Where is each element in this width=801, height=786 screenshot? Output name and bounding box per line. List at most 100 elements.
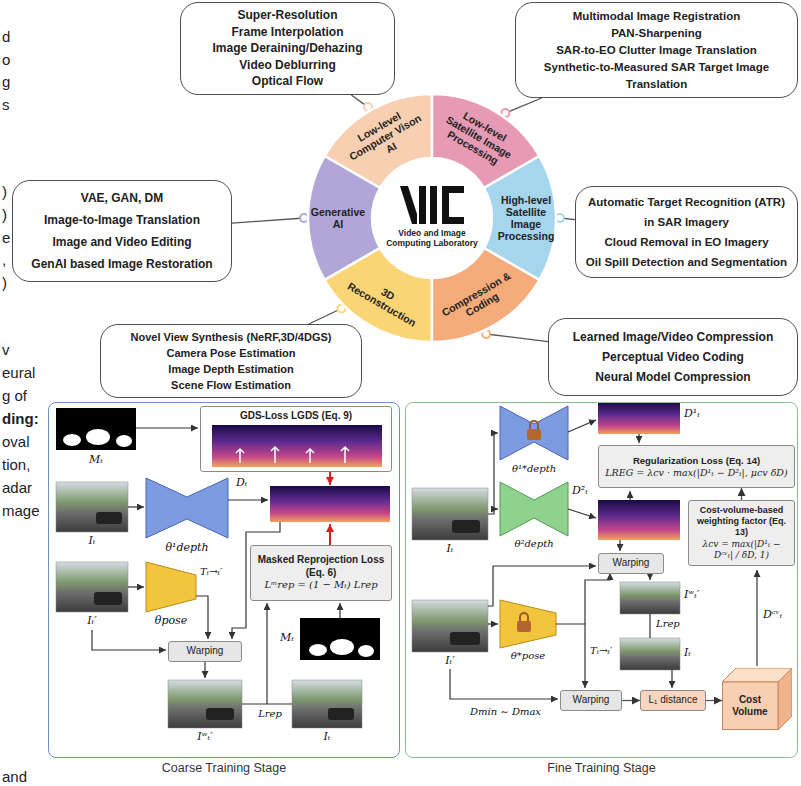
stage-caption: Coarse Training Stage	[48, 761, 400, 776]
topic-item: Image Deraining/Dehazing	[212, 40, 362, 57]
process-box: Regularization Loss (Eq. 14)LREG = λcv ·…	[598, 445, 795, 488]
label-holder: D²ₜ	[572, 484, 588, 497]
connector	[486, 334, 548, 342]
topic-item: Super-Resolution	[237, 7, 337, 24]
cut-off-text: ,	[2, 251, 6, 268]
label-holder: v	[2, 341, 10, 358]
mask-blob	[330, 639, 354, 655]
label-holder: θ²depth	[514, 538, 553, 550]
formula: Lᵐrep = (1 − Mₜ) Lrep	[264, 579, 377, 592]
math-label: Dₜ	[236, 476, 248, 489]
label-holder: θpose	[155, 614, 187, 627]
label-holder: Mₜ	[89, 453, 103, 466]
mask-blob	[63, 434, 81, 446]
box-title: GDS-Loss LGDS (Eq. 9)	[240, 410, 352, 423]
car-shape	[452, 520, 480, 533]
math-label: θpose	[155, 614, 187, 627]
math-label: Dᶜᵛₜ	[763, 608, 783, 621]
flow-arrow	[756, 570, 757, 666]
cut-off-text: )	[2, 274, 7, 291]
cube-front	[723, 682, 779, 730]
label-holder: Lrep	[656, 618, 680, 630]
flow-arrow	[266, 603, 267, 704]
cut-off-text: adar	[2, 479, 32, 496]
depth-image	[598, 402, 680, 434]
topic-item: Scene Flow Estimation	[171, 377, 291, 393]
mask-image	[56, 408, 136, 450]
math-label: θ*pose	[511, 650, 546, 662]
label-holder: Iʷₜ′	[684, 588, 700, 601]
box-title: Warping	[573, 694, 610, 707]
frozen-depth-network	[500, 406, 568, 460]
cube-label-holder: Cost Volume	[722, 682, 778, 730]
logo-i	[430, 186, 437, 224]
mask-blob	[309, 644, 327, 656]
sector-label: Generative AI	[306, 206, 370, 230]
topic-box: Novel View Synthesis (NeRF,3D/4DGS)Camer…	[100, 324, 362, 398]
sector-label-holder: High-level Satellite Image Processing	[494, 194, 558, 242]
box-title: L₁ distance	[649, 694, 698, 707]
input-image	[412, 488, 488, 540]
depth-image	[212, 425, 382, 467]
topic-item: Image and Video Editing	[52, 231, 191, 253]
cut-off-text: mage	[2, 502, 40, 519]
math-label: θ¹depth	[165, 541, 208, 554]
topic-item: Frame Interpolation	[231, 24, 343, 41]
input-image	[412, 600, 488, 652]
input-image	[56, 482, 128, 532]
label-holder: g of	[2, 387, 27, 404]
label-holder: Iₜ	[323, 730, 330, 743]
loss-arrow	[329, 472, 331, 485]
logo-bar	[419, 186, 426, 224]
label-holder: )	[2, 206, 7, 223]
formula: LREG = λcv · max(|D¹ₜ − D²ₜ|, μcv δD)	[605, 467, 787, 479]
label-holder: Tₜ→ₜ′	[590, 645, 612, 657]
mask-image	[300, 618, 380, 660]
label-holder: mage	[2, 502, 40, 519]
car-shape	[96, 512, 122, 524]
flow-arrow	[128, 586, 144, 587]
label-holder: Tₜ→ₜ′	[200, 566, 222, 578]
cut-off-text: d	[2, 28, 10, 45]
label-holder: Dᶜᵛₜ	[763, 608, 783, 621]
topic-item: Perceptual Video Coding	[602, 347, 744, 367]
sector: Compression & Coding	[308, 94, 556, 342]
label-holder: Lrep	[258, 708, 282, 720]
cut-off-text: s	[2, 96, 10, 113]
car-shape	[450, 632, 480, 645]
caption-holder: Fine Training Stage	[405, 761, 798, 776]
label-holder: d	[2, 28, 10, 45]
cut-off-text: ding:	[2, 410, 39, 427]
math-label: Mₜ	[280, 631, 294, 644]
process-box: Warping	[168, 641, 242, 662]
label-holder: Dₜ	[236, 476, 248, 489]
topic-item: Novel View Synthesis (NeRF,3D/4DGS)	[131, 329, 332, 345]
math-label: Iₜ′	[445, 654, 455, 667]
cut-off-text: g	[2, 73, 10, 90]
label-holder: g	[2, 73, 10, 90]
loss-line	[649, 614, 650, 638]
topic-item: VAE, GAN, DM	[81, 187, 163, 209]
label-holder: Iₜ	[684, 646, 691, 659]
sector-label: High-level Satellite Image Processing	[494, 194, 558, 242]
label-holder: and	[2, 768, 27, 785]
topic-item: Multimodal Image Registration	[573, 8, 740, 25]
topic-item: Oil Spill Detection and Segmentation	[586, 252, 787, 272]
cut-off-text: e	[2, 229, 10, 246]
topic-item: GenAI based Image Restoration	[31, 253, 212, 275]
topic-item: Neural Model Compression	[595, 367, 750, 387]
label-holder: ,	[2, 251, 6, 268]
math-label: Lrep	[258, 708, 282, 720]
car-shape	[328, 708, 354, 720]
label-holder: θ*pose	[511, 650, 546, 662]
math-label: Tₜ→ₜ′	[200, 566, 222, 578]
flow-arrow	[204, 660, 205, 678]
flow-arrow	[619, 540, 620, 551]
cut-off-text: v	[2, 341, 10, 358]
flow-arrow	[556, 624, 585, 688]
box-title: Cost-volume-based weighting factor (Eq. …	[693, 505, 790, 539]
label-holder: Iₜ	[88, 534, 95, 547]
label-holder: D¹ₜ	[684, 407, 700, 420]
box-title: Masked Reprojection Loss (Eq. 6)	[255, 554, 387, 579]
